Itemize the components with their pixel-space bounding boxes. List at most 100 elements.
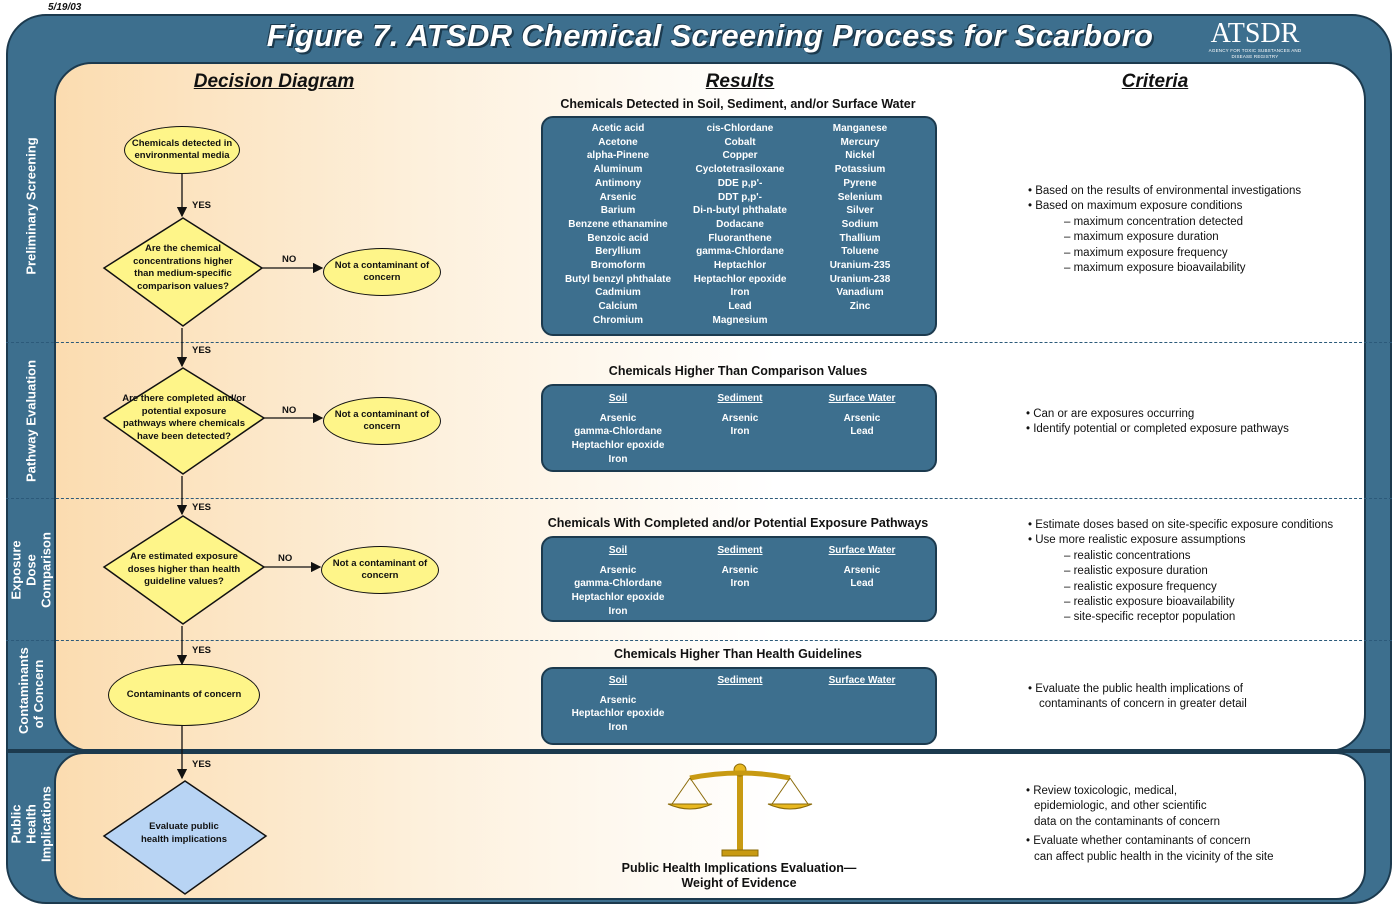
criteria-sub-item: – realistic exposure bioavailability bbox=[1064, 596, 1235, 609]
weight-line-1: Public Health Implications Evaluation— bbox=[621, 861, 857, 875]
final-diamond bbox=[102, 780, 268, 895]
detected-title: Chemicals Detected in Soil, Sediment, an… bbox=[560, 97, 916, 111]
detected-chemical: Heptachlor epoxide bbox=[693, 273, 787, 285]
comparison-water-header: Surface Water bbox=[828, 393, 896, 404]
detected-chemical: Bromoform bbox=[590, 260, 646, 272]
not-contaminant-oval-2: Not a contaminant of concern bbox=[323, 397, 441, 445]
detected-chemical: Toluene bbox=[841, 246, 879, 258]
health-box bbox=[541, 667, 937, 745]
criteria-dose: • Estimate doses based on site-specific … bbox=[1028, 518, 1333, 626]
weight-line-2: Weight of Evidence bbox=[681, 876, 797, 890]
comparison-sediment-header: Sediment bbox=[717, 393, 763, 404]
comparison-soil-item: Heptachlor epoxide bbox=[571, 440, 665, 452]
comparison-sediment-column: Sediment Arsenic Iron bbox=[680, 392, 800, 439]
criteria-pathway: • Can or are exposures occurring • Ident… bbox=[1026, 407, 1289, 438]
scale-icon bbox=[667, 763, 813, 857]
pathways-water-item: Arsenic bbox=[843, 564, 881, 576]
criteria-line: contaminants of concern in greater detai… bbox=[1039, 698, 1247, 711]
criteria-sub-item: – realistic exposure duration bbox=[1064, 565, 1208, 578]
pathways-soil-column: Soil Arsenic gamma-Chlordane Heptachlor … bbox=[558, 544, 678, 619]
decision-diamond-1 bbox=[102, 217, 264, 327]
pathways-water-item: Lead bbox=[850, 578, 874, 590]
criteria-sub-item: – site-specific receptor population bbox=[1064, 611, 1236, 624]
detected-chemical: Arsenic bbox=[599, 191, 637, 203]
criteria-preliminary: • Based on the results of environmental … bbox=[1028, 184, 1301, 276]
criteria-bullet: • Estimate doses based on site-specific … bbox=[1028, 519, 1334, 531]
pathways-soil-header: Soil bbox=[608, 545, 628, 556]
detected-chemical: Uranium-235 bbox=[829, 260, 891, 272]
comparison-water-item: Arsenic bbox=[843, 412, 881, 424]
comparison-sediment-item: Arsenic bbox=[721, 412, 759, 424]
detected-chemical: Benzene ethanamine bbox=[568, 218, 668, 230]
pathways-water-column: Surface Water Arsenic Lead bbox=[802, 544, 922, 591]
detected-chemical: DDE p,p'- bbox=[717, 177, 763, 189]
yes-label-4: YES bbox=[192, 645, 212, 656]
detected-chemical: Selenium bbox=[837, 191, 883, 203]
health-sediment-column: Sediment bbox=[680, 674, 800, 694]
row-divider-2 bbox=[6, 498, 1392, 499]
pathways-sediment-item: Arsenic bbox=[721, 564, 759, 576]
pathways-sediment-header: Sediment bbox=[717, 545, 763, 556]
detected-chemical: Beryllium bbox=[595, 246, 641, 258]
yes-label-1: YES bbox=[192, 200, 212, 211]
detected-chemical: Pyrene bbox=[843, 177, 877, 189]
detected-chemical: Cyclotetrasiloxane bbox=[695, 164, 785, 176]
detected-chemical: Cobalt bbox=[724, 136, 756, 148]
pathways-sediment-item: Iron bbox=[730, 578, 750, 590]
criteria-line: data on the contaminants of concern bbox=[1034, 815, 1221, 828]
detected-chemical: Butyl benzyl phthalate bbox=[564, 273, 672, 285]
yes-label-5: YES bbox=[192, 759, 212, 770]
pathways-sediment-column: Sediment Arsenic Iron bbox=[680, 544, 800, 591]
detected-chemical: alpha-Pinene bbox=[586, 150, 650, 162]
criteria-bullet: • Identify potential or completed exposu… bbox=[1026, 423, 1289, 436]
criteria-line: • Evaluate whether contaminants of conce… bbox=[1026, 835, 1251, 848]
detected-chemical: Benzoic acid bbox=[587, 232, 649, 244]
yes-label-3: YES bbox=[192, 502, 212, 513]
criteria-line: epidemiologic, and other scientific bbox=[1034, 800, 1207, 813]
detected-chemical: Uranium-238 bbox=[829, 273, 891, 285]
yes-label-2: YES bbox=[192, 345, 212, 356]
criteria-line: • Evaluate the public health implication… bbox=[1028, 683, 1243, 695]
detected-chemical: Antimony bbox=[594, 177, 642, 189]
pathways-soil-item: Heptachlor epoxide bbox=[571, 592, 665, 604]
detected-chemical: Magnesium bbox=[712, 314, 768, 326]
atsdr-logo: ATSDR AGENCY FOR TOXIC SUBSTANCES AND DI… bbox=[1200, 20, 1310, 60]
start-oval: Chemicals detected in environmental medi… bbox=[124, 126, 240, 174]
criteria-sub-item: – realistic concentrations bbox=[1064, 549, 1191, 562]
health-soil-item: Arsenic bbox=[599, 694, 637, 706]
detected-chemical: Manganese bbox=[832, 123, 888, 134]
detected-chemical: Cadmium bbox=[595, 287, 641, 299]
criteria-coc: • Evaluate the public health implication… bbox=[1028, 682, 1247, 713]
detected-chemical: Iron bbox=[730, 287, 750, 299]
criteria-line: can affect public health in the vicinity… bbox=[1034, 850, 1274, 863]
column-head-results: Results bbox=[705, 71, 775, 92]
logo-wordmark: ATSDR bbox=[1210, 18, 1300, 49]
health-water-column: Surface Water bbox=[802, 674, 922, 694]
pathways-box bbox=[541, 536, 937, 622]
row-divider-3 bbox=[6, 640, 1392, 641]
detected-chemical: Silver bbox=[846, 205, 874, 217]
detected-box bbox=[541, 116, 937, 336]
comparison-soil-header: Soil bbox=[608, 393, 628, 404]
criteria-sub-item: – maximum concentration detected bbox=[1064, 215, 1243, 228]
pathways-soil-item: Arsenic bbox=[599, 564, 637, 576]
decision-diamond-2 bbox=[102, 367, 266, 475]
pathways-water-header: Surface Water bbox=[828, 545, 896, 556]
criteria-sub-item: – maximum exposure bioavailability bbox=[1064, 262, 1246, 275]
criteria-public-health: • Review toxicologic, medical, epidemiol… bbox=[1026, 784, 1274, 865]
health-water-header: Surface Water bbox=[828, 675, 896, 686]
detected-chemical: Zinc bbox=[849, 301, 871, 313]
detected-chemical: Dodacane bbox=[716, 218, 764, 230]
health-title: Chemicals Higher Than Health Guidelines bbox=[614, 647, 862, 661]
pathways-title: Chemicals With Completed and/or Potentia… bbox=[547, 516, 929, 530]
comparison-water-item: Lead bbox=[850, 426, 874, 438]
detected-chemical: Sodium bbox=[841, 218, 879, 230]
not-contaminant-oval-3: Not a contaminant of concern bbox=[321, 546, 439, 594]
detected-chemical: cis-Chlordane bbox=[706, 123, 774, 134]
detected-chemical: Mercury bbox=[840, 136, 880, 148]
band-divider bbox=[6, 749, 1392, 753]
criteria-line: • Review toxicologic, medical, bbox=[1026, 785, 1178, 797]
criteria-bullet: • Based on the results of environmental … bbox=[1028, 185, 1302, 197]
